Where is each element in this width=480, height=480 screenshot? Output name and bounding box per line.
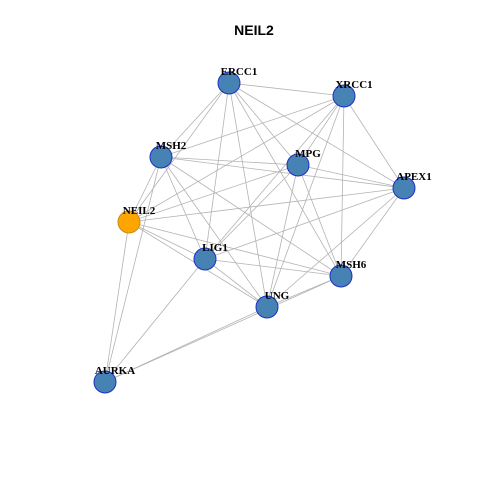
edge-ercc1-apex1 xyxy=(228,82,405,189)
node-label-apex1: APEX1 xyxy=(396,171,431,183)
node-label-msh6: MSH6 xyxy=(336,259,367,271)
edge-msh2-msh6 xyxy=(160,156,342,277)
edge-apex1-neil2 xyxy=(128,187,405,223)
edge-msh2-lig1 xyxy=(160,156,206,260)
node-label-mpg: MPG xyxy=(295,148,321,160)
edge-lig1-aurka xyxy=(104,258,206,383)
edge-ercc1-ung xyxy=(228,82,268,308)
node-label-xrcc1: XRCC1 xyxy=(335,79,372,91)
edge-ercc1-lig1 xyxy=(204,82,230,260)
edge-lig1-msh6 xyxy=(204,258,342,277)
edge-xrcc1-lig1 xyxy=(204,95,345,260)
edge-ercc1-xrcc1 xyxy=(228,82,345,97)
node-ung[interactable] xyxy=(255,295,279,319)
edge-neil2-lig1 xyxy=(128,221,206,260)
edges-layer xyxy=(104,82,405,383)
edge-apex1-lig1 xyxy=(204,187,405,260)
node-xrcc1[interactable] xyxy=(332,84,356,108)
edge-xrcc1-mpg xyxy=(297,95,345,166)
edge-xrcc1-msh6 xyxy=(340,95,345,277)
node-label-lig1: LIG1 xyxy=(202,242,228,254)
edge-mpg-msh6 xyxy=(297,164,342,277)
edge-xrcc1-msh2 xyxy=(160,95,345,158)
edge-msh6-aurka xyxy=(104,275,342,383)
node-msh2[interactable] xyxy=(149,145,173,169)
node-apex1[interactable] xyxy=(392,176,416,200)
edge-msh2-ung xyxy=(160,156,268,308)
edge-xrcc1-apex1 xyxy=(343,95,405,189)
edge-apex1-msh6 xyxy=(340,187,405,277)
node-label-aurka: AURKA xyxy=(95,365,135,377)
edge-mpg-neil2 xyxy=(128,164,299,223)
edge-neil2-msh6 xyxy=(128,221,342,277)
edge-mpg-ung xyxy=(266,164,299,308)
edge-xrcc1-neil2 xyxy=(128,95,345,223)
node-label-ung: UNG xyxy=(265,290,290,302)
node-label-ercc1: ERCC1 xyxy=(221,66,258,78)
edge-apex1-ung xyxy=(266,187,405,308)
edge-msh2-neil2 xyxy=(128,156,162,223)
node-label-neil2: NEIL2 xyxy=(123,205,156,217)
plot-title: NEIL2 xyxy=(234,22,274,38)
node-aurka[interactable] xyxy=(93,370,117,394)
nodes-layer xyxy=(93,71,416,394)
node-mpg[interactable] xyxy=(286,153,310,177)
edge-ercc1-mpg xyxy=(228,82,299,166)
edge-neil2-aurka xyxy=(104,221,130,383)
edge-lig1-ung xyxy=(204,258,268,308)
edge-msh2-apex1 xyxy=(160,156,405,189)
edge-msh2-aurka xyxy=(104,156,162,383)
node-lig1[interactable] xyxy=(193,247,217,271)
edge-msh2-mpg xyxy=(160,156,299,166)
edge-ercc1-msh6 xyxy=(228,82,342,277)
edge-mpg-lig1 xyxy=(204,164,299,260)
node-msh6[interactable] xyxy=(329,264,353,288)
node-label-msh2: MSH2 xyxy=(156,140,187,152)
node-neil2[interactable] xyxy=(117,210,141,234)
edge-ercc1-neil2 xyxy=(128,82,230,223)
edge-mpg-apex1 xyxy=(297,164,405,189)
edge-ung-aurka xyxy=(104,306,268,383)
edge-ercc1-msh2 xyxy=(160,82,230,158)
edge-xrcc1-ung xyxy=(266,95,345,308)
node-ercc1[interactable] xyxy=(217,71,241,95)
